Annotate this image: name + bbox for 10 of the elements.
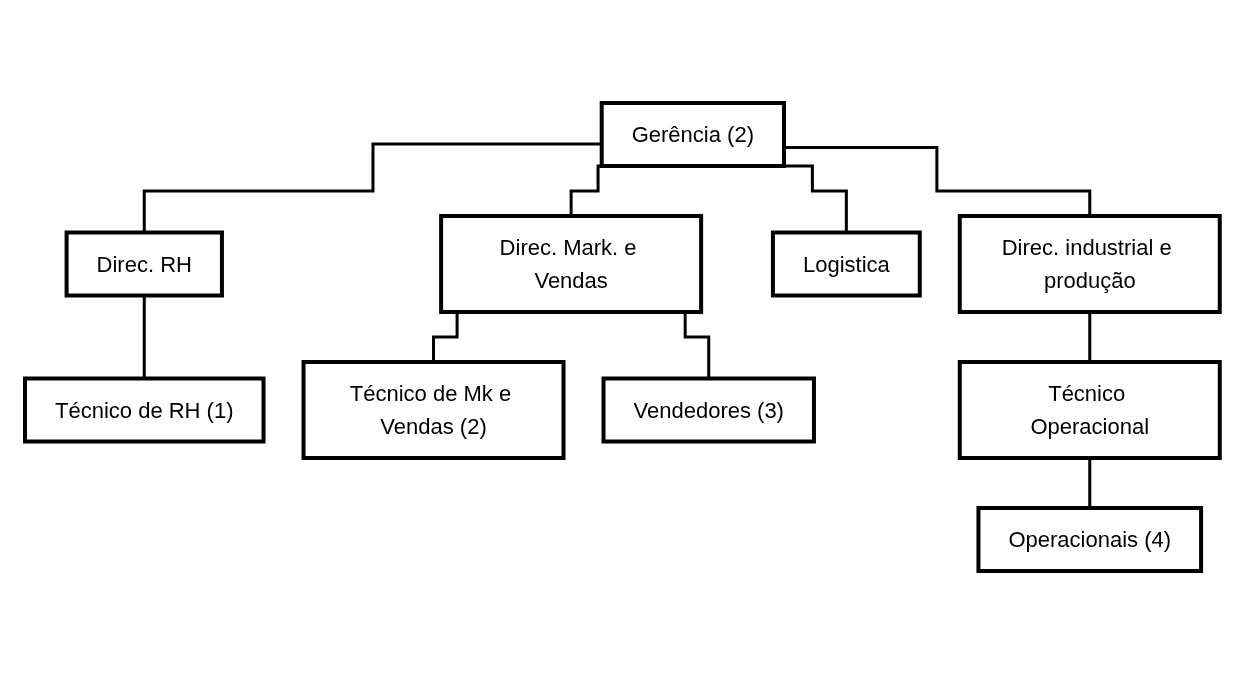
node-box: Técnico de Mk e Vendas (2) — [301, 359, 566, 460]
node-box: Logistica — [771, 230, 922, 297]
node-box: Direc. industrial e produção — [957, 213, 1222, 314]
node-box: Direc. RH — [64, 230, 225, 297]
node-box: Técnico Operacional — [957, 359, 1222, 460]
node-box: Operacionais (4) — [976, 505, 1204, 573]
node-box: Técnico de RH (1) — [23, 376, 266, 443]
node-box: Vendedores (3) — [601, 376, 817, 443]
node-box: Direc. Mark. e Vendas — [439, 213, 704, 314]
node-box: Gerência (2) — [599, 100, 787, 168]
